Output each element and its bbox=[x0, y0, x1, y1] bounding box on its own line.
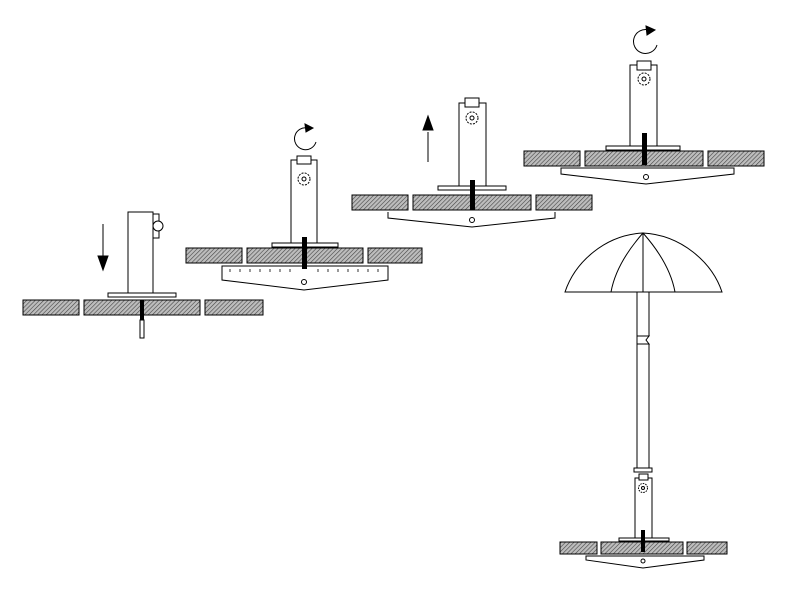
pivot-hole bbox=[640, 558, 646, 564]
stage-5 bbox=[559, 232, 728, 569]
base-plate-teeth bbox=[229, 269, 379, 272]
umbrella-pole bbox=[633, 291, 653, 473]
stage-4 bbox=[523, 25, 765, 185]
pivot-hole bbox=[301, 279, 307, 285]
anchor-bolt bbox=[641, 530, 645, 552]
stage-1 bbox=[22, 211, 264, 339]
base-plate bbox=[221, 265, 389, 291]
rotate-clockwise-icon bbox=[633, 25, 658, 54]
umbrella-canopy bbox=[564, 232, 723, 293]
pivot-hole bbox=[643, 174, 649, 180]
socket-tube bbox=[271, 155, 339, 248]
base-plate bbox=[387, 212, 556, 228]
stage-2 bbox=[185, 123, 423, 291]
ground-spike bbox=[139, 319, 145, 339]
anchor-bolt bbox=[140, 300, 144, 322]
gear-icon bbox=[637, 72, 651, 86]
anchor-bolt bbox=[642, 133, 647, 165]
anchor-bolt bbox=[470, 180, 475, 210]
stage-3 bbox=[351, 97, 593, 228]
rotate-clockwise-icon bbox=[294, 123, 317, 151]
arrow-up-icon bbox=[422, 114, 434, 162]
arrow-down-icon bbox=[97, 224, 109, 272]
anchor-bolt bbox=[302, 237, 307, 269]
pivot-hole bbox=[469, 217, 475, 223]
gear-icon bbox=[465, 111, 479, 125]
socket-tube bbox=[107, 211, 177, 298]
gear-icon bbox=[638, 483, 648, 493]
gear-icon bbox=[297, 172, 311, 186]
